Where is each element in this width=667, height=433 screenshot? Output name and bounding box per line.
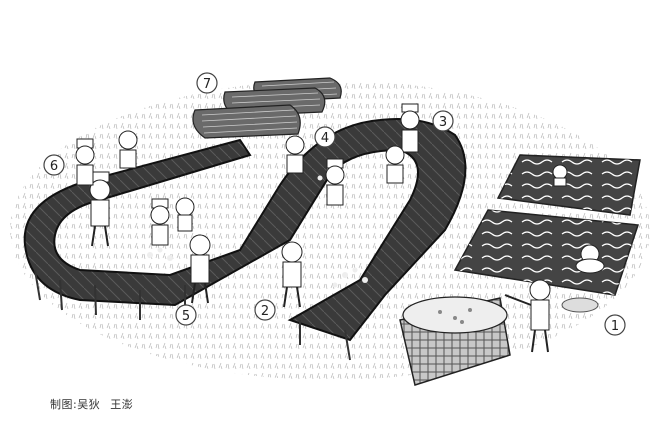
worker-4b [325, 158, 345, 206]
worker-5 [189, 234, 211, 304]
worker-2 [281, 241, 303, 308]
credit-author-2: 王澎 [110, 398, 134, 411]
farmer-field-1 [552, 164, 568, 187]
greenhouse-1 [192, 104, 301, 139]
number-markers: 1 2 3 4 5 6 7 [43, 72, 626, 336]
credit-author-1: 吴狄 [77, 398, 101, 411]
workers [75, 103, 605, 353]
rice-fields [453, 154, 641, 296]
svg-text:7: 7 [203, 77, 211, 92]
credit-prefix: 制图: [50, 398, 78, 411]
marker-7: 7 [196, 72, 218, 94]
marker-5: 5 [175, 304, 197, 326]
marker-1: 1 [604, 314, 626, 336]
marker-6: 6 [43, 154, 65, 176]
greenhouses [192, 77, 342, 139]
svg-text:3: 3 [439, 115, 447, 130]
svg-text:5: 5 [182, 309, 190, 324]
svg-text:4: 4 [321, 131, 329, 146]
worker-6 [89, 171, 111, 247]
worker-3b [385, 145, 405, 184]
worker-3 [400, 103, 420, 153]
worker-6c [118, 130, 138, 169]
grain-basket [399, 296, 511, 386]
worker-6b [75, 138, 95, 186]
farmer-field-2 [575, 244, 605, 274]
marker-2: 2 [254, 299, 276, 321]
seed-pile [561, 297, 599, 313]
marker-4: 4 [314, 126, 336, 148]
marker-3: 3 [432, 110, 454, 132]
worker-1 [504, 279, 551, 353]
worker-4 [285, 135, 305, 174]
worker-5c [175, 197, 195, 232]
svg-text:6: 6 [50, 159, 58, 174]
svg-text:2: 2 [261, 304, 269, 319]
illustration-credit: 制图:吴狄王澎 [50, 396, 143, 412]
svg-text:1: 1 [611, 319, 619, 334]
worker-5b [150, 198, 170, 246]
